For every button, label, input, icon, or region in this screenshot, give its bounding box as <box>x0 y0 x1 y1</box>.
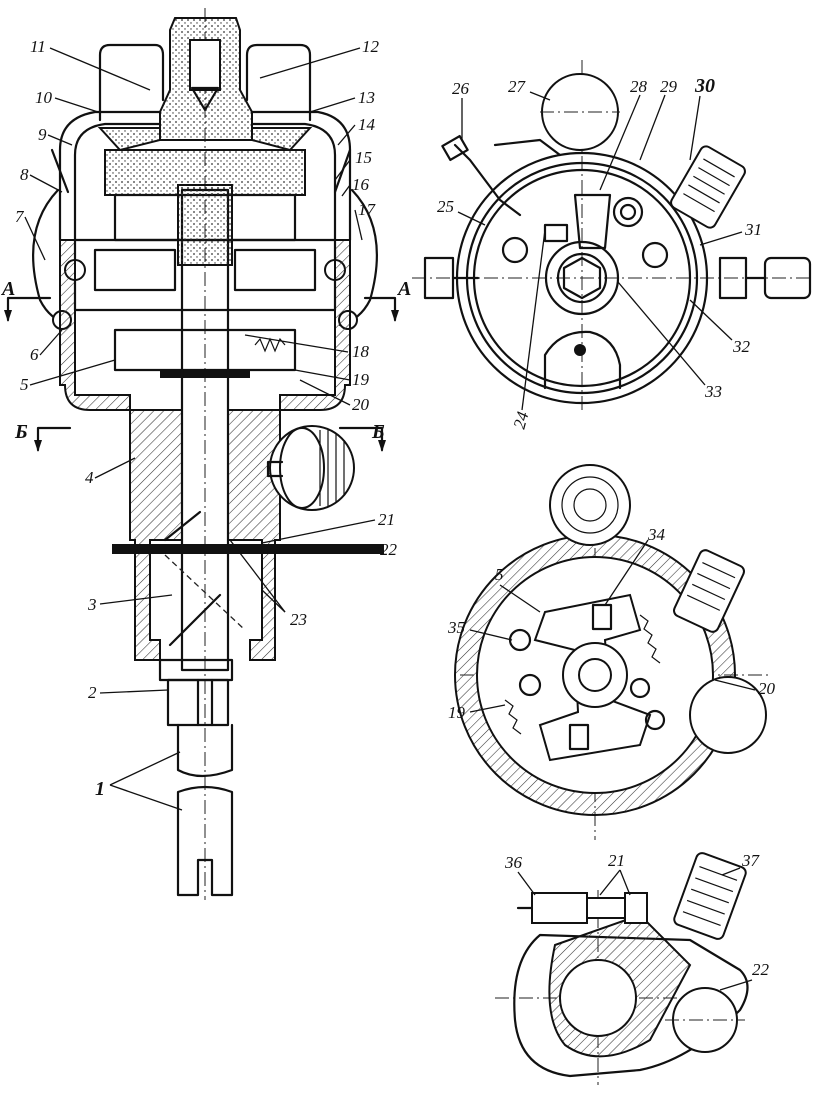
section-b-right: Б <box>371 421 385 443</box>
section-marker-a <box>4 296 399 322</box>
octane-corrector-view <box>495 852 753 1085</box>
label-9: 9 <box>38 125 47 144</box>
label-14: 14 <box>358 115 376 134</box>
label-15: 15 <box>355 148 372 167</box>
label-30: 30 <box>694 75 715 97</box>
section-a-right: A <box>396 278 411 300</box>
label-3: 3 <box>87 595 97 614</box>
label-22b: 22 <box>752 960 770 979</box>
octane-corrector-flange <box>112 544 384 554</box>
side-terminal-right <box>718 256 812 300</box>
section-a-left: A <box>0 278 15 300</box>
label-28: 28 <box>630 77 648 96</box>
label-19: 19 <box>352 370 370 389</box>
label-24: 24 <box>510 409 533 431</box>
label-21: 21 <box>378 510 395 529</box>
section-b-view <box>454 464 770 840</box>
condenser-b <box>673 549 745 633</box>
label-25: 25 <box>437 197 454 216</box>
housing <box>59 239 131 411</box>
label-16: 16 <box>352 175 370 194</box>
label-13: 13 <box>358 88 375 107</box>
housing-neck <box>129 409 183 661</box>
label-26: 26 <box>452 79 470 98</box>
label-8: 8 <box>20 165 29 184</box>
label-2: 2 <box>88 683 97 702</box>
section-b-left: Б <box>14 421 28 443</box>
label-5: 5 <box>20 375 29 394</box>
label-19b: 19 <box>448 703 466 722</box>
side-terminal-left <box>423 256 480 300</box>
label-11: 11 <box>30 37 46 56</box>
main-section-view <box>4 8 399 900</box>
callout-labels: 11 12 10 13 9 14 15 8 16 17 7 A A 6 18 5… <box>0 37 776 979</box>
label-36: 36 <box>504 853 523 872</box>
label-5b: 5 <box>495 565 504 584</box>
label-1: 1 <box>95 778 105 800</box>
label-20b: 20 <box>758 679 776 698</box>
drive-shaft-upper <box>176 723 234 778</box>
label-18: 18 <box>352 342 370 361</box>
label-32: 32 <box>732 337 751 356</box>
label-37: 37 <box>741 851 761 870</box>
label-10: 10 <box>35 88 53 107</box>
label-27: 27 <box>508 77 527 96</box>
label-31: 31 <box>744 220 762 239</box>
label-7: 7 <box>15 207 25 226</box>
condenser <box>670 145 746 229</box>
vacuum-regulator-knob <box>266 425 355 511</box>
drive-shaft-lower <box>176 785 234 897</box>
label-33: 33 <box>704 382 722 401</box>
label-23: 23 <box>290 610 307 629</box>
octane-plate <box>513 933 749 1078</box>
label-17: 17 <box>358 200 377 219</box>
label-6: 6 <box>30 345 39 364</box>
label-12: 12 <box>362 37 380 56</box>
label-21b: 21 <box>608 851 625 870</box>
section-marker-b <box>34 426 386 452</box>
label-4: 4 <box>85 468 94 487</box>
label-22: 22 <box>380 540 398 559</box>
condenser-c <box>673 852 747 940</box>
label-20: 20 <box>352 395 370 414</box>
label-29: 29 <box>660 77 678 96</box>
adjusting-screw <box>516 892 648 924</box>
label-35: 35 <box>447 618 465 637</box>
label-34: 34 <box>647 525 666 544</box>
section-a-view <box>412 60 812 411</box>
